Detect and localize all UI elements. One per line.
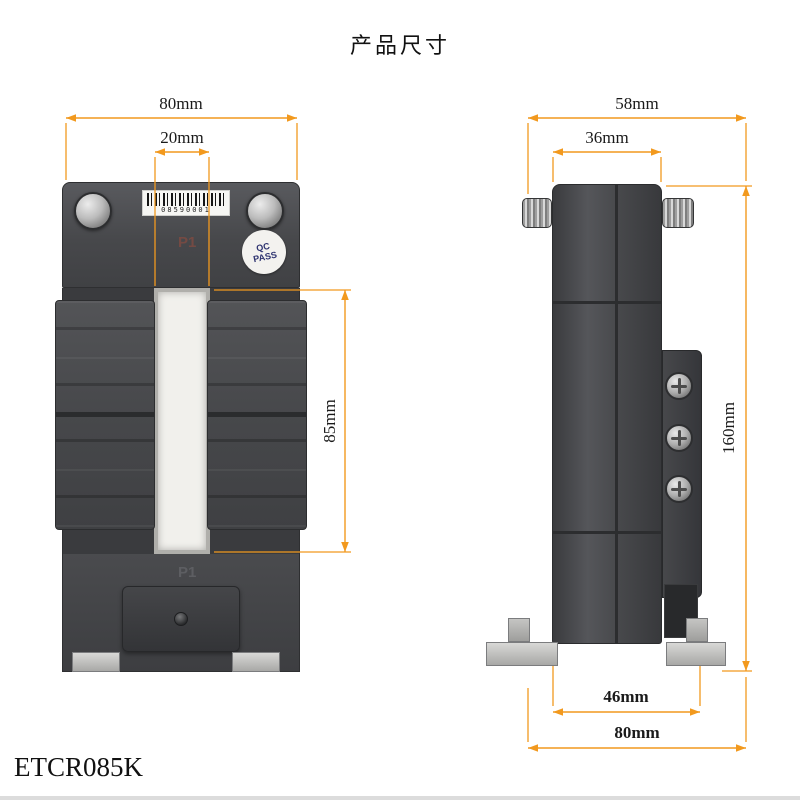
side-foot-tab-right (686, 618, 708, 642)
model-number-label: ETCR085K (14, 752, 144, 782)
clamp-screw-left-icon (74, 192, 112, 230)
dim-label-front-overall-width: 80mm (159, 94, 203, 113)
side-body (552, 184, 662, 644)
dim-label-side-base-width: 80mm (614, 723, 660, 742)
base-screw-icon (174, 612, 188, 626)
p1-marking-bottom: P1 (178, 564, 197, 581)
clamp-jaw-right (207, 300, 307, 530)
terminal-screw-2-icon (665, 424, 693, 452)
body-horizontal-seam-lower (553, 531, 661, 534)
side-mount-foot-right (666, 642, 726, 666)
dim-label-side-foot-span: 46mm (603, 687, 649, 706)
dim-label-side-height: 160mm (719, 402, 738, 454)
front-view: 08590001 P1 QC PASS P1 (55, 182, 307, 674)
terminal-screw-1-icon (665, 372, 693, 400)
barcode-label: 08590001 (142, 190, 230, 216)
clamp-screw-right-icon (246, 192, 284, 230)
dim-label-side-body-depth: 36mm (585, 128, 629, 147)
p1-marking-top: P1 (178, 234, 197, 251)
terminal-screw-3-icon (665, 475, 693, 503)
knurled-screw-left-icon (522, 198, 552, 228)
barcode-digits: 08590001 (161, 206, 211, 214)
page-title: 产品尺寸 (349, 33, 450, 58)
bottom-edge-divider (0, 796, 800, 800)
screw-slot (677, 430, 681, 446)
front-mount-foot-right (232, 652, 280, 672)
dim-label-front-window-width: 20mm (160, 128, 204, 147)
front-mount-foot-left (72, 652, 120, 672)
side-mount-foot-left (486, 642, 558, 666)
clamp-window-opening (154, 288, 210, 554)
screw-slot (677, 378, 681, 394)
side-view (486, 182, 732, 678)
clamp-jaw-left (55, 300, 155, 530)
screw-slot (677, 481, 681, 497)
barcode-bars (147, 193, 225, 206)
dim-label-front-window-height: 85mm (320, 399, 339, 443)
dim-label-side-overall-depth: 58mm (615, 94, 659, 113)
body-vertical-seam (615, 185, 618, 643)
side-foot-tab-left (508, 618, 530, 642)
knurled-screw-right-icon (662, 198, 694, 228)
jaw-seam (56, 412, 154, 417)
body-horizontal-seam-upper (553, 301, 661, 304)
jaw-seam (208, 412, 306, 417)
